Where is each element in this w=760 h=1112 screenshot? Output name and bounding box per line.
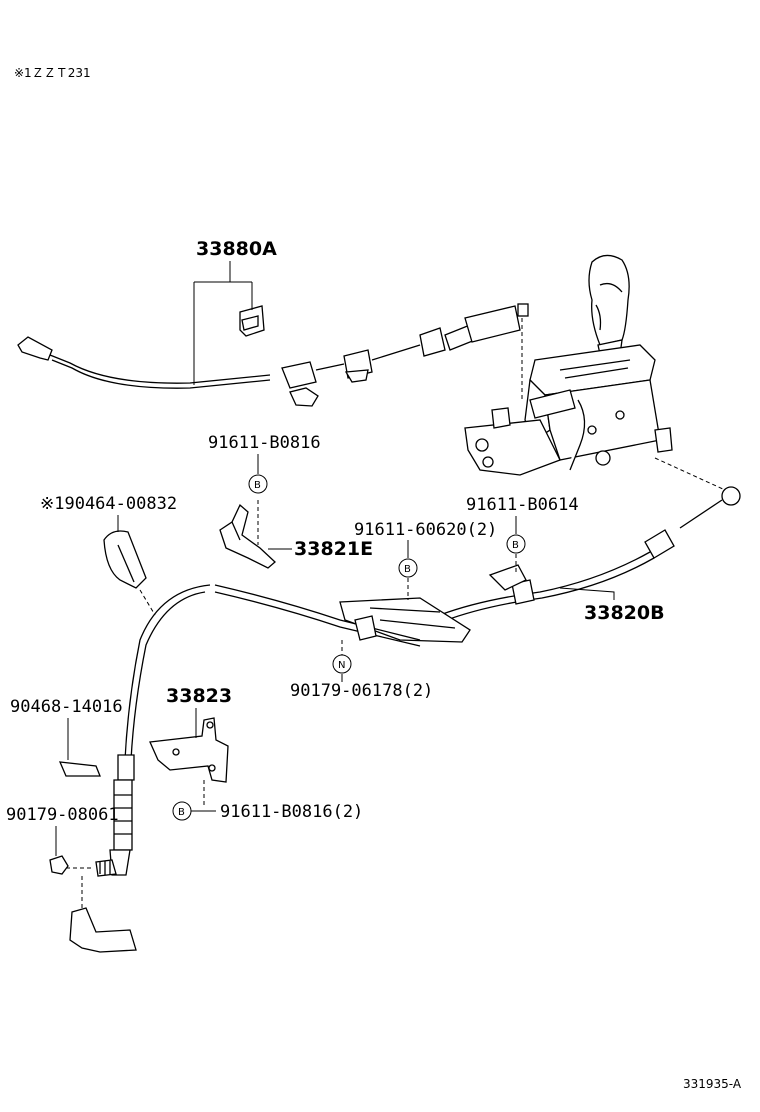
shift-lever-assembly-icon — [464, 254, 673, 476]
clip-bracket-icon — [488, 564, 527, 591]
header-note: ※1ＺＺＴ231 — [14, 66, 91, 80]
label-33880A: 33880A — [196, 238, 277, 260]
label-33821E: 33821E — [294, 538, 373, 560]
label-91611-B0614: 91611-B0614 — [466, 495, 579, 515]
bracket-icon — [219, 503, 276, 569]
marker-b-icon — [506, 534, 526, 554]
marker-b1: B — [254, 480, 261, 491]
marker-b3: B — [512, 540, 519, 551]
nut-icon — [49, 855, 69, 875]
label-33820B: 33820B — [584, 602, 665, 624]
wire-harness-icon — [17, 303, 529, 407]
marker-b2: B — [404, 564, 411, 575]
clip-icon — [58, 761, 101, 777]
label-33823: 33823 — [166, 685, 232, 707]
transaxle-lever-icon — [69, 907, 137, 953]
clamp-icon — [239, 305, 265, 337]
footer-code: 331935-A — [683, 1077, 742, 1091]
bracket-icon — [149, 717, 229, 783]
clamp-icon — [103, 530, 147, 589]
marker-n1: N — [338, 660, 345, 671]
bolt-icon — [95, 859, 117, 877]
label-91611-B0816-bottom: 91611-B0816(2) — [220, 802, 363, 822]
label-90179-08061: 90179-08061 — [6, 805, 119, 825]
label-91611-60620: 91611-60620(2) — [354, 520, 497, 540]
marker-b4: B — [178, 807, 185, 818]
label-91611-B0816-top: 91611-B0816 — [208, 433, 321, 453]
marker-b-icon — [398, 558, 418, 578]
marker-n-icon — [332, 654, 352, 674]
label-90179-06178: 90179-06178(2) — [290, 681, 433, 701]
label-90468-14016: 90468-14016 — [10, 697, 123, 717]
marker-b-icon — [248, 474, 268, 494]
control-cable-icon — [109, 486, 741, 876]
label-190464-00832: ※190464-00832 — [40, 494, 177, 514]
